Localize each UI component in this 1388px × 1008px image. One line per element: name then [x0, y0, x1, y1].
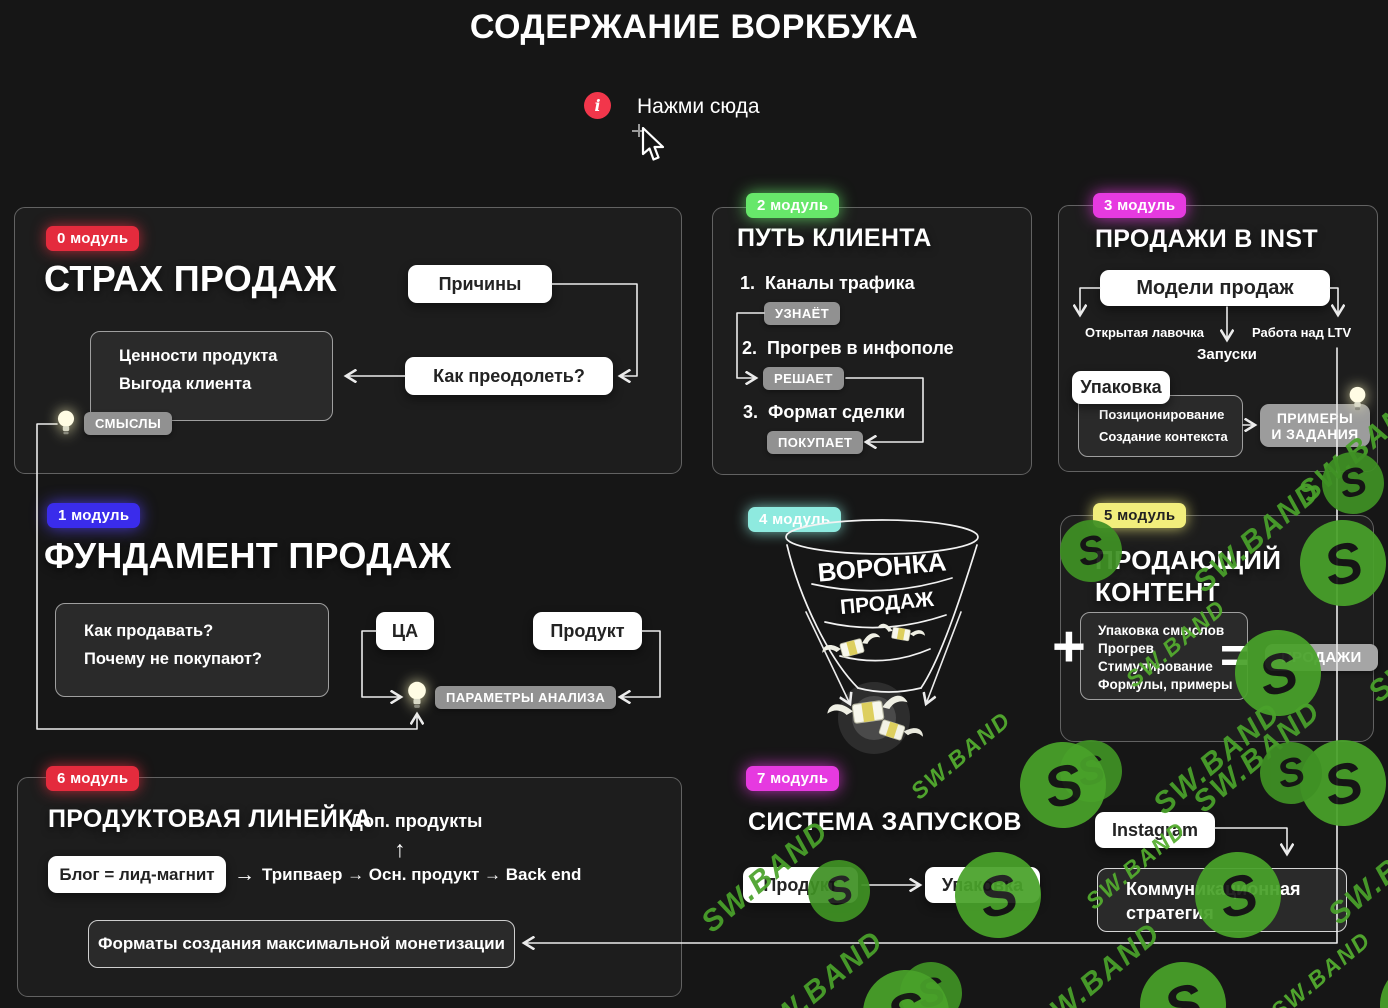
- watermark-text: SW.BAND: [1265, 925, 1376, 1008]
- question-line1: Как продавать?: [84, 622, 214, 640]
- extra-products-label: Доп. продукты: [350, 811, 483, 831]
- examples-line1: ПРИМЕРЫ: [1276, 409, 1354, 426]
- watermark-logo-icon: S: [893, 955, 969, 1008]
- funnel-title-line2: ПРОДАЖ: [839, 587, 935, 620]
- module3-badge: 3 модуль: [1093, 193, 1187, 218]
- watermark-logo-icon: S: [1253, 735, 1329, 811]
- module1-badge: 1 модуль: [47, 503, 141, 528]
- item-number: 3.: [743, 402, 759, 422]
- lead-magnet-box: Блог = лид-магнит: [48, 856, 226, 893]
- module5-title-line2: КОНТЕНТ: [1095, 577, 1220, 607]
- module2-title: ПУТЬ КЛИЕНТА: [737, 224, 932, 252]
- module7-title: СИСТЕМА ЗАПУСКОВ: [748, 808, 1022, 836]
- module4-badge: 4 модуль: [748, 507, 842, 532]
- module2-badge: 2 модуль: [746, 193, 840, 218]
- formats-label: Форматы создания максимальной монетизаци…: [97, 934, 506, 953]
- module5-badge: 5 модуль: [1093, 503, 1187, 528]
- crosshair-icon: [632, 124, 645, 137]
- overcome-box: Как преодолеть?: [405, 357, 613, 395]
- item-number: 1.: [740, 273, 756, 293]
- lightbulb-icon: [1349, 386, 1366, 411]
- sales-models-box: Модели продаж: [1100, 270, 1330, 306]
- audience-box: ЦА: [376, 612, 434, 650]
- lightbulb-icon: [408, 681, 426, 708]
- module3-title: ПРОДАЖИ В INST: [1095, 225, 1318, 253]
- module0-badge: 0 модуль: [46, 226, 140, 251]
- list-item: Формулы, примеры: [1098, 677, 1233, 692]
- knows-tag: УЗНАЁТ: [764, 302, 841, 325]
- hint-label[interactable]: Нажми сюда: [637, 95, 760, 118]
- branch-launches: Запуски: [1197, 346, 1257, 363]
- branch-open-shop: Открытая лавочка: [1085, 325, 1205, 340]
- client-path-item: 1. Каналы трафика: [740, 273, 915, 294]
- money-icon: [822, 623, 926, 754]
- module6-badge: 6 модуль: [46, 766, 140, 791]
- product-chain-label: Трипваер → Осн. продукт → Back end: [262, 865, 582, 884]
- launch-packaging-box: Упаковка: [925, 867, 1040, 903]
- lightbulb-icon: [57, 410, 75, 435]
- sales-result-tag: ПРОДАЖИ: [1265, 644, 1378, 671]
- question-line2: Почему не покупают?: [84, 650, 263, 668]
- watermark-logo-icon: S: [853, 960, 959, 1008]
- client-path-item: 2. Прогрев в инфополе: [742, 338, 954, 359]
- decides-tag: РЕШАЕТ: [763, 367, 844, 390]
- arrow-right-icon: →: [234, 863, 255, 886]
- info-button[interactable]: i: [584, 92, 611, 119]
- buys-tag: ПОКУПАЕТ: [767, 431, 864, 454]
- strategy-line2: стратегия: [1126, 903, 1214, 923]
- watermark-logo-icon: S: [1290, 730, 1388, 836]
- item-label: Формат сделки: [768, 402, 906, 422]
- packaging-box: Упаковка: [1072, 371, 1170, 404]
- values-line1: Ценности продукта: [119, 347, 278, 365]
- communication-strategy-box: Коммуникационная стратегия: [1097, 868, 1347, 932]
- product-box: Продукт: [533, 612, 642, 650]
- item-number: 2.: [742, 338, 758, 358]
- positioning-box: Позиционирование Создание контекста: [1078, 395, 1243, 457]
- plus-icon: +: [1052, 614, 1086, 679]
- launch-product-box: Продукт: [743, 867, 858, 903]
- client-path-item: 3. Формат сделки: [743, 402, 905, 423]
- list-item: Стимулирование: [1098, 659, 1213, 674]
- watermark-logo-icon: S: [1053, 733, 1129, 809]
- module6-title: ПРОДУКТОВАЯ ЛИНЕЙКА: [48, 805, 373, 833]
- funnel-title-line1: ВОРОНКА: [816, 546, 948, 588]
- branch-ltv: Работа над LTV: [1252, 325, 1352, 340]
- item-label: Каналы трафика: [765, 273, 915, 293]
- module7-badge: 7 модуль: [746, 766, 840, 791]
- list-item: Прогрев: [1098, 641, 1154, 656]
- equals-icon: =: [1220, 627, 1250, 683]
- module5-title-line1: ПРОДАЮЩИЙ: [1095, 545, 1282, 575]
- page-title: СОДЕРЖАНИЕ ВОРКБУКА: [469, 8, 919, 46]
- strategy-line1: Коммуникационная: [1126, 879, 1301, 899]
- analysis-params-tag: ПАРАМЕТРЫ АНАЛИЗА: [435, 686, 617, 709]
- module0-title: СТРАХ ПРОДАЖ: [44, 258, 337, 299]
- watermark-logo-icon: S: [1130, 952, 1236, 1008]
- watermark-logo-icon: S: [1370, 952, 1388, 1008]
- watermark-text: SW.BAND: [905, 705, 1016, 805]
- cursor-pointer-icon: [640, 126, 668, 168]
- arrow-up-icon: ↑: [394, 836, 406, 862]
- item-label: Прогрев в инфополе: [767, 338, 954, 358]
- positioning-line1: Позиционирование: [1099, 407, 1225, 422]
- meanings-tag: СМЫСЛЫ: [84, 412, 173, 435]
- values-line2: Выгода клиента: [119, 375, 252, 393]
- values-box: Ценности продукта Выгода клиента: [90, 331, 333, 421]
- module1-title: ФУНДАМЕНТ ПРОДАЖ: [44, 535, 452, 576]
- formats-box: Форматы создания максимальной монетизаци…: [88, 920, 515, 968]
- watermark-text: SW.BAND: [750, 924, 891, 1008]
- questions-box: Как продавать? Почему не покупают?: [55, 603, 329, 697]
- reasons-box: Причины: [408, 265, 552, 303]
- positioning-line2: Создание контекста: [1099, 429, 1228, 444]
- list-item: Упаковка смыслов: [1098, 623, 1225, 638]
- instagram-box: Instagram: [1095, 812, 1215, 848]
- examples-line2: И ЗАДАНИЯ: [1271, 425, 1359, 442]
- info-icon: i: [594, 96, 601, 115]
